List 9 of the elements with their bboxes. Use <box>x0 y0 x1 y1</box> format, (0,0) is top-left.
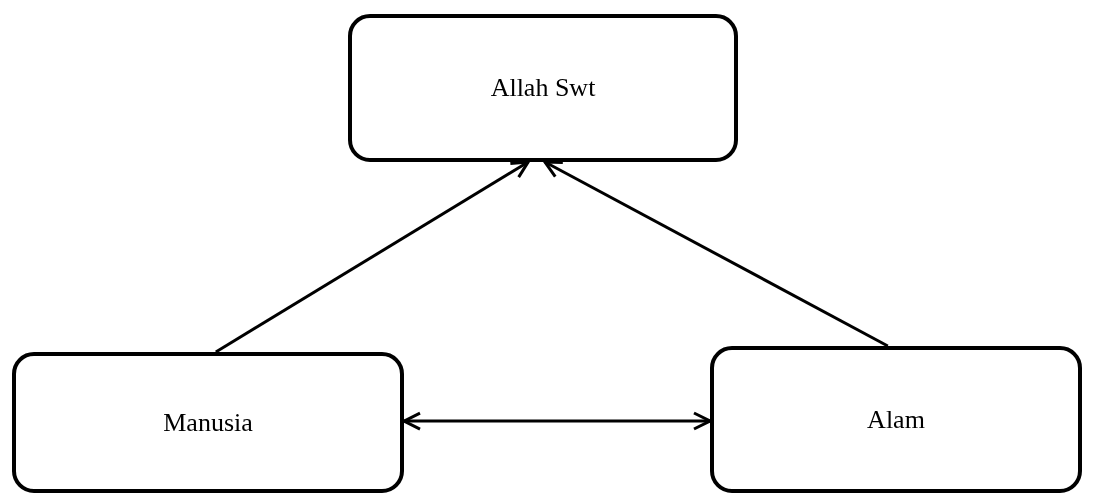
node-label: Allah Swt <box>490 73 596 103</box>
node-label: Manusia <box>163 407 253 438</box>
rounded-box <box>12 352 404 493</box>
arrow <box>543 160 889 348</box>
node-label: Alam <box>867 404 925 435</box>
rounded-box <box>348 14 738 162</box>
arrow <box>215 160 530 354</box>
arrow <box>402 411 712 431</box>
rounded-box <box>710 346 1082 493</box>
